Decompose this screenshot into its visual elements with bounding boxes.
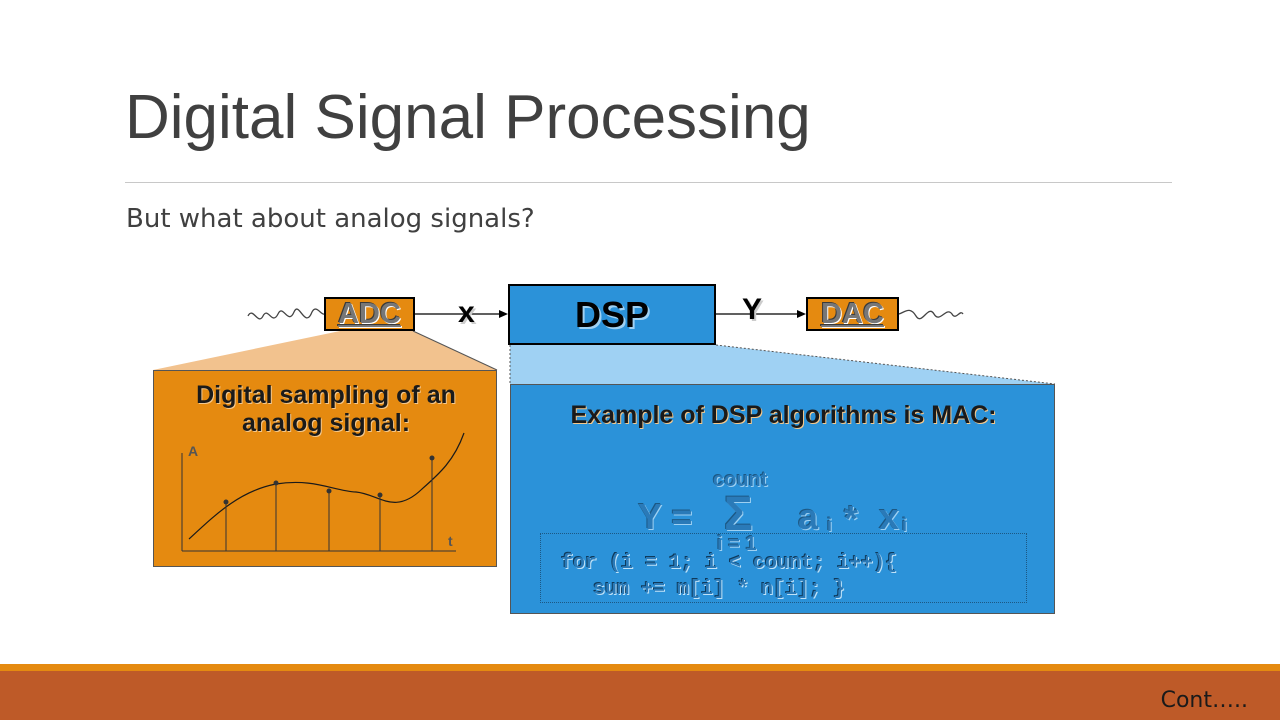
- mac-panel: Example of DSP algorithms is MAC: for (i…: [510, 384, 1055, 614]
- formula-lhs: Y =: [638, 496, 693, 537]
- title-divider: [125, 182, 1172, 183]
- sum-lower-limit: i = 1: [717, 533, 757, 555]
- code-line-2: sum += m[i] * n[i]; }: [593, 578, 846, 601]
- formula-term-a: a: [798, 496, 819, 537]
- input-signal-label: x: [458, 296, 475, 329]
- slide-subtitle: But what about analog signals?: [126, 204, 535, 234]
- arrowhead-adc-dsp: [499, 310, 508, 318]
- sampling-callout-wedge: [153, 331, 497, 370]
- formula-subscript-a: i: [827, 515, 833, 535]
- formula-subscript-x: i: [902, 515, 908, 535]
- dsp-block: DSP: [508, 284, 716, 345]
- sampling-heading: Digital sampling of an analog signal:: [196, 381, 456, 437]
- analog-signal-curve: [188, 432, 465, 540]
- dsp-label: DSP: [574, 293, 650, 335]
- code-box: for (i = 1; i < count; i++){ sum += m[i]…: [540, 533, 1027, 603]
- mac-callout-wedge: [510, 345, 1055, 384]
- slide-title: Digital Signal Processing: [125, 83, 811, 152]
- sample-point: [273, 480, 279, 486]
- sampling-x-axis-label: t: [448, 533, 453, 549]
- sample-point: [429, 455, 435, 461]
- formula-term-x: x: [879, 496, 900, 537]
- sampling-graph: [181, 432, 465, 552]
- sample-point: [223, 499, 229, 505]
- sampling-y-axis-label: A: [188, 443, 199, 459]
- output-signal-label: Y: [742, 293, 763, 326]
- zoom-line-adc: [412, 330, 498, 371]
- analog-output-wave: [898, 309, 964, 320]
- code-line-1: for (i = 1; i < count; i++){: [561, 552, 898, 575]
- footer-text: Cont…..: [1160, 688, 1248, 713]
- sigma-symbol: Σ: [724, 488, 753, 541]
- sampling-panel: A t Digital sampling of an analog signal…: [153, 370, 497, 567]
- footer-band: Cont…..: [0, 664, 1280, 720]
- sum-upper-limit: count: [713, 469, 768, 491]
- adc-block: ADC: [324, 297, 415, 331]
- sample-point: [326, 488, 332, 494]
- zoom-line-dsp: [715, 344, 1056, 385]
- dac-block: DAC: [806, 297, 899, 331]
- mac-heading: Example of DSP algorithms is MAC:: [570, 401, 997, 429]
- analog-input-wave: [247, 308, 325, 320]
- sample-point: [377, 492, 383, 498]
- adc-label: ADC: [338, 297, 401, 330]
- formula-times: *: [844, 498, 859, 539]
- arrowhead-dsp-dac: [797, 310, 806, 318]
- dac-label: DAC: [821, 297, 884, 330]
